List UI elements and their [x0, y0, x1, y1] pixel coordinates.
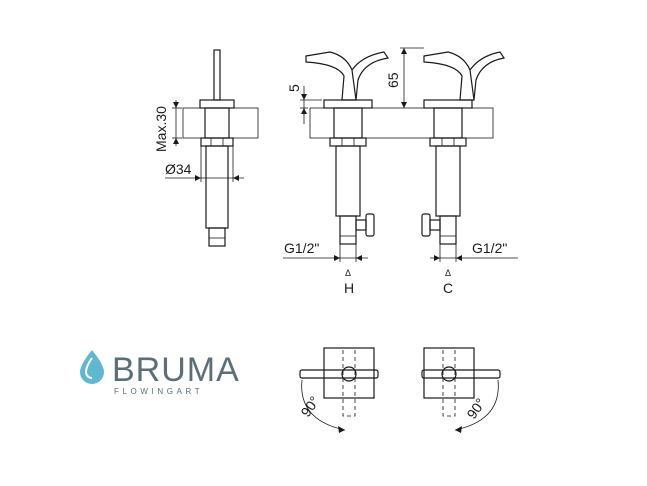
cross-handle-cold [423, 51, 475, 101]
thread-cold-label: G1/2" [472, 240, 507, 256]
countertop-section [309, 107, 494, 139]
hot-marker: Δ [345, 268, 351, 278]
handle-height-label: 65 [385, 72, 401, 88]
diameter-label: Ø34 [165, 161, 192, 177]
base-plate [323, 347, 375, 399]
countertop-section [182, 107, 259, 139]
check-valve-knob-hot [365, 213, 375, 237]
end-cap [208, 227, 226, 247]
spindle [213, 49, 221, 101]
side-view: Max.30 Ø34 [153, 49, 259, 247]
base-plate [423, 347, 475, 399]
inlet-connector-cold [439, 215, 457, 245]
brand-logo: BRUMA FLOWINGART [80, 350, 240, 396]
cross-handle-hot [305, 51, 357, 101]
check-valve-knob-cold [421, 213, 431, 237]
top-flange [199, 99, 235, 109]
cold-label: C [443, 280, 453, 296]
lock-nut [200, 137, 234, 147]
top-view-hot: 90° [297, 347, 379, 433]
brand-name: BRUMA [112, 351, 240, 389]
thread-shank [205, 145, 229, 229]
inlet-connector-hot [339, 215, 357, 245]
max-depth-label: Max.30 [153, 106, 169, 152]
cold-valve [421, 51, 506, 245]
handle-thickness-label: 5 [286, 84, 302, 92]
brand-tagline: FLOWINGART [114, 387, 203, 396]
lever-top [299, 369, 379, 379]
top-view-cold: 90° [421, 347, 501, 433]
cold-marker: Δ [445, 268, 451, 278]
rotation-hot-label: 90° [297, 393, 322, 420]
lever-top [421, 369, 501, 379]
front-view: 5 65 G1/2" G1/2" Δ H Δ C [283, 47, 518, 296]
threaded-body [204, 107, 230, 139]
hot-label: H [344, 280, 354, 296]
rotation-cold-label: 90° [463, 395, 488, 422]
hot-valve [305, 51, 390, 245]
thread-hot-label: G1/2" [284, 240, 319, 256]
